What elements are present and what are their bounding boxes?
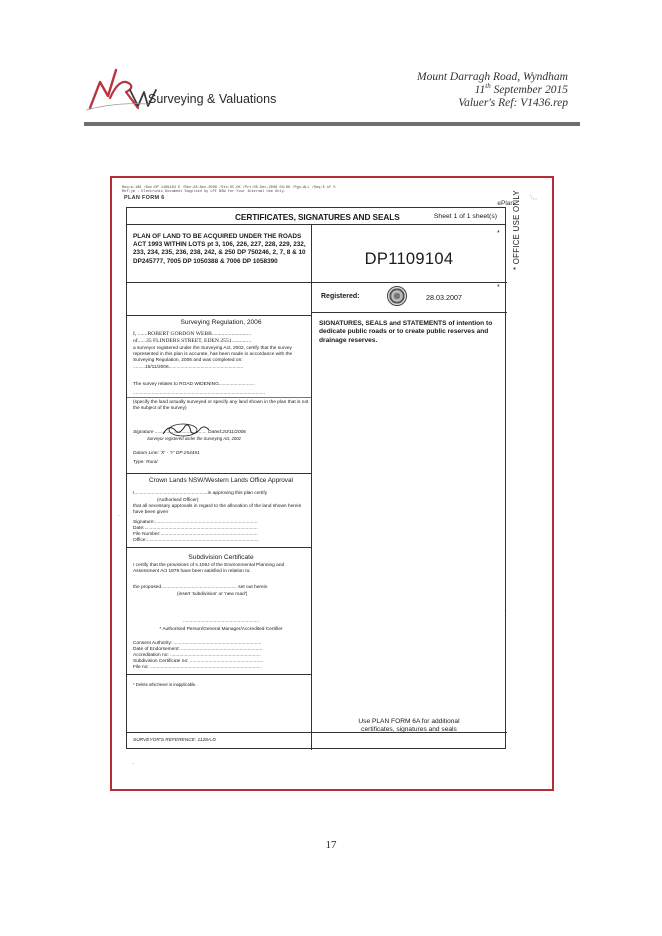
- consent-authority: Consent Authority: .....................…: [133, 641, 262, 646]
- signature-scribble: [162, 423, 210, 437]
- plan-form-document: CERTIFICATES, SIGNATURES AND SEALS Sheet…: [126, 207, 507, 750]
- signatures-statement-heading: SIGNATURES, SEALS and STATEMENTS of inte…: [319, 320, 493, 344]
- delete-note: * Delete whichever is inapplicable.: [133, 682, 197, 687]
- plan-scan-frame: Req:a-109 /Doc:DP 1109104 D /Rev:28-Nov-…: [110, 176, 554, 791]
- divider: [127, 473, 311, 474]
- dp-number: DP1109104: [364, 250, 454, 268]
- surveyor-certification: a surveyor registered under the Surveyin…: [133, 346, 293, 370]
- page-number: 17: [325, 839, 337, 851]
- scan-mark: ·: [132, 761, 134, 767]
- star-marker: *: [497, 284, 500, 291]
- file-no: File no: ...............................…: [133, 665, 263, 670]
- date-of-endorsement: Date of Endorsement: ...................…: [133, 647, 263, 652]
- column-divider: [311, 225, 312, 750]
- subdivision-certificate-no: Subdivision Certificate no: ............…: [133, 659, 264, 664]
- divider: [127, 397, 311, 398]
- subdivision-heading: Subdivision Certificate: [188, 554, 254, 561]
- scan-metadata: Req:a-109 /Doc:DP 1109104 D /Rev:28-Nov-…: [122, 186, 336, 195]
- surveyor-name: I, .......ROBERT GORDON WEBB............…: [133, 331, 252, 337]
- subdivision-proposed: the proposed............................…: [133, 585, 268, 590]
- form-title: CERTIFICATES, SIGNATURES AND SEALS: [235, 212, 400, 222]
- signature-caption: Surveyor registered under the Surveying …: [147, 436, 241, 441]
- surveyor-address: of......35 FLINDERS STREET, EDEN 2551...…: [133, 338, 252, 344]
- crown-office: Office:.................................…: [133, 538, 259, 543]
- plan-form-label: PLAN FORM 6: [124, 195, 165, 201]
- scan-mark: ·: [504, 608, 506, 614]
- divider: [311, 312, 507, 313]
- crown-date: Date:...................................…: [133, 526, 258, 531]
- crown-approval-text: that all necessary approvals in regard t…: [133, 504, 302, 516]
- property-address: Mount Darragh Road, Wyndham: [417, 71, 568, 83]
- header-divider: [84, 122, 580, 126]
- dotted-line: ........................................…: [183, 619, 259, 624]
- divider: [127, 315, 311, 316]
- report-date: 11th September 2015: [474, 82, 568, 96]
- crown-lands-heading: Crown Lands NSW/Western Lands Office App…: [149, 477, 293, 484]
- scan-mark: ·..·: [528, 192, 540, 203]
- signature-line: Signature ..............................…: [133, 430, 246, 435]
- form-title-bar: CERTIFICATES, SIGNATURES AND SEALS Sheet…: [127, 208, 505, 225]
- sheet-count: Sheet 1 of 1 sheet(s): [433, 213, 497, 220]
- report-header-info: Mount Darragh Road, Wyndham 11th Septemb…: [417, 71, 568, 110]
- nrw-logo-icon: [86, 68, 157, 111]
- divider: [127, 547, 311, 548]
- star-marker: *: [497, 230, 500, 237]
- crown-signature: Signature:..............................…: [133, 520, 258, 525]
- accreditation-no: Accreditation no: ......................…: [133, 653, 261, 658]
- plan-form-6a-note: Use PLAN FORM 6A for additional certific…: [358, 718, 460, 734]
- logo-text: Surveying & Valuations: [148, 92, 277, 106]
- survey-specify-note: (specify the land actually surveyed or s…: [133, 400, 309, 412]
- authorised-person: * Authorised Person/General Manager/Accr…: [159, 627, 283, 632]
- office-use-only: * OFFICE USE ONLY: [512, 190, 521, 270]
- dotted-line: ........................................…: [133, 391, 265, 396]
- datum-line: Datum Line: 'X' - 'Y' DP 254451: [133, 451, 200, 456]
- surveyors-reference: SURVEYOR'S REFERENCE: 1128A.D: [133, 738, 216, 743]
- registration-seal-icon: [387, 286, 407, 306]
- survey-relates: The survey relates to ROAD WIDENING.....…: [133, 382, 255, 387]
- valuer-reference: Valuer's Ref: V1436.rep: [458, 97, 568, 109]
- registered-label: Registered:: [321, 293, 360, 300]
- crown-approval-line: I.......................................…: [133, 491, 268, 496]
- divider: [127, 282, 311, 283]
- survey-type: Type: Rural: [133, 460, 158, 465]
- divider: [127, 732, 507, 733]
- surveying-heading: Surveying Regulation, 2006: [180, 319, 262, 326]
- divider: [127, 674, 311, 675]
- registered-date: 28.03.2007: [426, 293, 462, 302]
- divider: [311, 282, 507, 283]
- lands-description: PLAN OF LAND TO BE ACQUIRED UNDER THE RO…: [133, 233, 306, 265]
- crown-file-number: File Number:............................…: [133, 532, 258, 537]
- subdivision-insert-note: (insert 'subdivision' or 'new road'): [177, 592, 248, 597]
- subdivision-certify: I certify that the provisions of s.109J …: [133, 563, 285, 575]
- scan-mark: ·: [118, 513, 120, 519]
- eplan-label: ePlan: [497, 200, 514, 207]
- authorised-officer: (Authorised Officer): [157, 498, 199, 503]
